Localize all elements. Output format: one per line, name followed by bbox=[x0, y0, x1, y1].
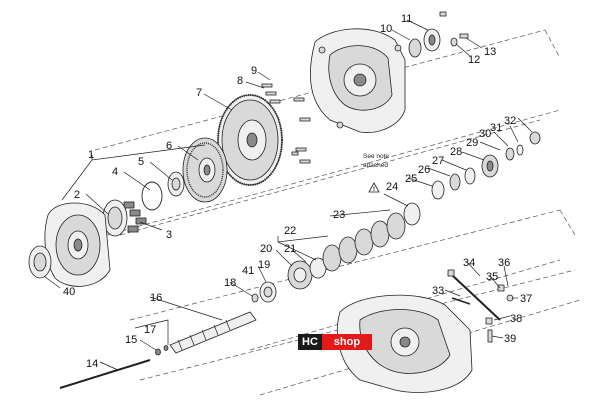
callout-1: 1 bbox=[88, 149, 94, 161]
gearbox-housing bbox=[336, 294, 473, 393]
callout-39: 39 bbox=[504, 333, 516, 345]
callout-2: 2 bbox=[74, 189, 80, 201]
callout-10: 10 bbox=[380, 23, 392, 35]
clutch-plate-parts bbox=[141, 171, 185, 211]
clutch-disc bbox=[182, 137, 228, 203]
callout-13: 13 bbox=[484, 46, 496, 58]
callout-31: 31 bbox=[490, 122, 502, 134]
callout-11: 11 bbox=[401, 13, 412, 25]
callout-14: 14 bbox=[86, 358, 98, 370]
clutch-cover bbox=[44, 199, 128, 287]
clutch-bearing-group bbox=[251, 281, 277, 303]
callout-20: 20 bbox=[260, 243, 272, 255]
callout-12: 12 bbox=[468, 54, 480, 66]
callout-32: 32 bbox=[504, 115, 516, 127]
bearing-assembly-top bbox=[408, 11, 469, 58]
warning-icon bbox=[368, 182, 380, 193]
flywheel-bolts bbox=[261, 83, 311, 164]
callout-41: 41 bbox=[242, 265, 254, 277]
bell-housing bbox=[310, 28, 406, 133]
callout-9: 9 bbox=[251, 65, 257, 77]
leader-lines bbox=[43, 19, 533, 371]
input-shaft bbox=[169, 311, 257, 354]
callout-23: 23 bbox=[333, 209, 345, 221]
callout-17: 17 bbox=[144, 324, 156, 336]
callout-30: 30 bbox=[479, 128, 491, 140]
logo-left-text: HC bbox=[298, 334, 322, 350]
springs bbox=[123, 201, 147, 233]
release-lever bbox=[447, 269, 514, 343]
note-line-2: attached bbox=[363, 162, 388, 169]
note-line-1: See note bbox=[363, 153, 389, 160]
callout-27: 27 bbox=[432, 155, 444, 167]
callout-36: 36 bbox=[498, 257, 510, 269]
callout-38: 38 bbox=[510, 313, 522, 325]
callout-6: 6 bbox=[166, 140, 172, 152]
callout-35: 35 bbox=[486, 271, 498, 283]
logo-right-text: shop bbox=[321, 334, 372, 350]
svg-text:!: ! bbox=[373, 187, 375, 193]
callout-34: 34 bbox=[463, 257, 475, 269]
flywheel bbox=[217, 94, 283, 186]
callout-3: 3 bbox=[166, 229, 172, 241]
callout-4: 4 bbox=[112, 166, 118, 178]
callout-33: 33 bbox=[432, 285, 444, 297]
callout-25: 25 bbox=[405, 173, 417, 185]
callout-18: 18 bbox=[224, 277, 236, 289]
callout-19: 19 bbox=[258, 259, 270, 271]
callout-15: 15 bbox=[125, 334, 137, 346]
callout-21: 21 bbox=[284, 243, 296, 255]
callout-7: 7 bbox=[196, 87, 202, 99]
callout-22: 22 bbox=[284, 225, 296, 237]
hcshop-logo: HC shop bbox=[298, 334, 372, 350]
callout-29: 29 bbox=[466, 137, 478, 149]
callout-24: 24 bbox=[386, 181, 398, 193]
callout-16: 16 bbox=[150, 292, 162, 304]
push-rod bbox=[59, 359, 151, 389]
callout-5: 5 bbox=[138, 156, 144, 168]
callout-28: 28 bbox=[450, 146, 462, 158]
callout-8: 8 bbox=[237, 75, 243, 87]
callout-37: 37 bbox=[520, 293, 532, 305]
shaft-small-parts bbox=[155, 345, 169, 356]
friction-disc bbox=[28, 245, 52, 279]
warning-note: ! See note attached bbox=[363, 153, 389, 193]
callout-numbers: 1 2 3 4 5 6 7 8 9 10 11 12 13 14 15 16 1… bbox=[63, 13, 532, 370]
gear-stack bbox=[287, 131, 541, 290]
callout-26: 26 bbox=[418, 164, 430, 176]
callout-40: 40 bbox=[63, 286, 75, 298]
